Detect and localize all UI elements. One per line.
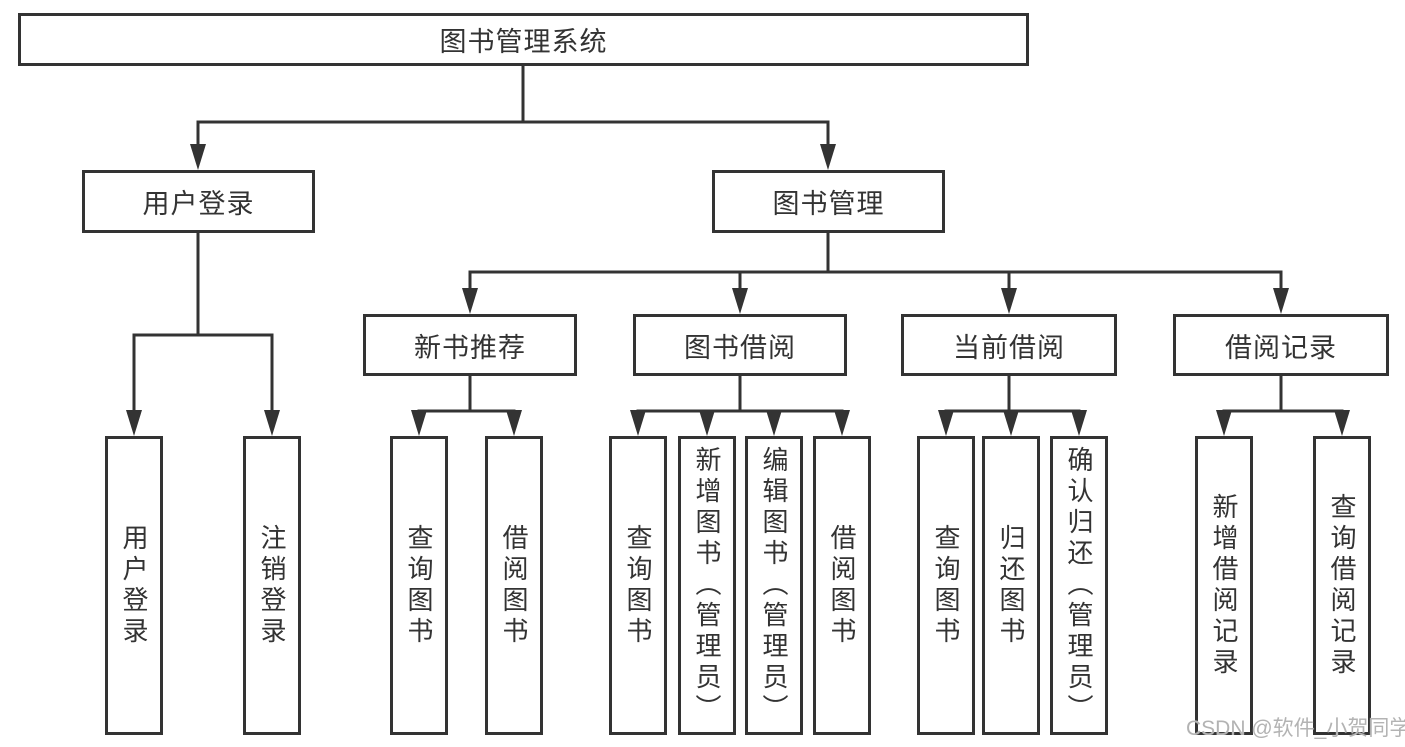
leaf-logout: 注销登录 [243,436,301,735]
arrowhead [411,410,427,436]
arrowhead [126,410,142,436]
node-label: 用户登录 [142,189,255,219]
leaf-label: 新增借阅记录 [1209,492,1239,679]
leaf-label: 确认归还（管理员） [1064,446,1094,725]
arrowhead [1071,410,1087,436]
arrowhead [1216,410,1232,436]
leaf-label: 借阅图书 [499,523,529,648]
node-user-login: 用户登录 [82,170,315,233]
node-book-borrowing: 图书借阅 [633,314,847,376]
leaf-label: 新增图书（管理员） [692,446,722,725]
arrowhead [732,288,748,314]
arrowhead [1273,288,1289,314]
arrowhead [938,410,954,436]
arrowhead [699,410,715,436]
arrowhead [766,410,782,436]
leaf-records-add-borrow-record: 新增借阅记录 [1195,436,1253,735]
leaf-borrowing-borrow-books: 借阅图书 [813,436,871,735]
node-label: 图书管理 [772,189,885,219]
leaf-borrowing-edit-books-admin: 编辑图书（管理员） [745,436,803,735]
leaf-label: 归还图书 [996,523,1026,648]
node-library-management-system: 图书管理系统 [18,13,1029,66]
leaf-label: 查询借阅记录 [1327,492,1357,679]
leaf-label: 用户登录 [119,523,149,648]
leaf-label: 注销登录 [257,523,287,648]
arrowhead [506,410,522,436]
leaf-label: 借阅图书 [827,523,857,648]
node-label: 图书借阅 [684,332,796,363]
leaf-user-login: 用户登录 [105,436,163,735]
node-book-management: 图书管理 [712,170,945,233]
arrowhead [1001,288,1017,314]
leaf-recommend-query-books: 查询图书 [390,436,448,735]
node-current-borrowing: 当前借阅 [901,314,1117,376]
leaf-records-query-borrow-record: 查询借阅记录 [1313,436,1371,735]
leaf-borrowing-add-books-admin: 新增图书（管理员） [678,436,736,735]
node-label: 借阅记录 [1225,332,1337,363]
leaf-current-confirm-return-admin: 确认归还（管理员） [1050,436,1108,735]
leaf-label: 编辑图书（管理员） [759,446,789,725]
leaf-current-query-books: 查询图书 [917,436,975,735]
node-label: 图书管理系统 [439,27,608,57]
leaf-label: 查询图书 [404,523,434,648]
node-label: 新书推荐 [414,332,526,363]
csdn-watermark: CSDN @软件_小贺同学 [1186,717,1405,740]
arrowhead [190,144,206,170]
leaf-label: 查询图书 [931,523,961,648]
leaf-label: 查询图书 [623,523,653,648]
arrowhead [264,410,280,436]
arrowhead [820,144,836,170]
node-new-book-recommendation: 新书推荐 [363,314,577,376]
leaf-recommend-borrow-books: 借阅图书 [485,436,543,735]
arrowhead [1003,410,1019,436]
arrowhead [462,288,478,314]
node-borrowing-records: 借阅记录 [1173,314,1389,376]
arrowhead [834,410,850,436]
leaf-current-return-books: 归还图书 [982,436,1040,735]
node-label: 当前借阅 [953,332,1065,363]
arrowhead [1334,410,1350,436]
leaf-borrowing-query-books: 查询图书 [609,436,667,735]
arrowhead [630,410,646,436]
